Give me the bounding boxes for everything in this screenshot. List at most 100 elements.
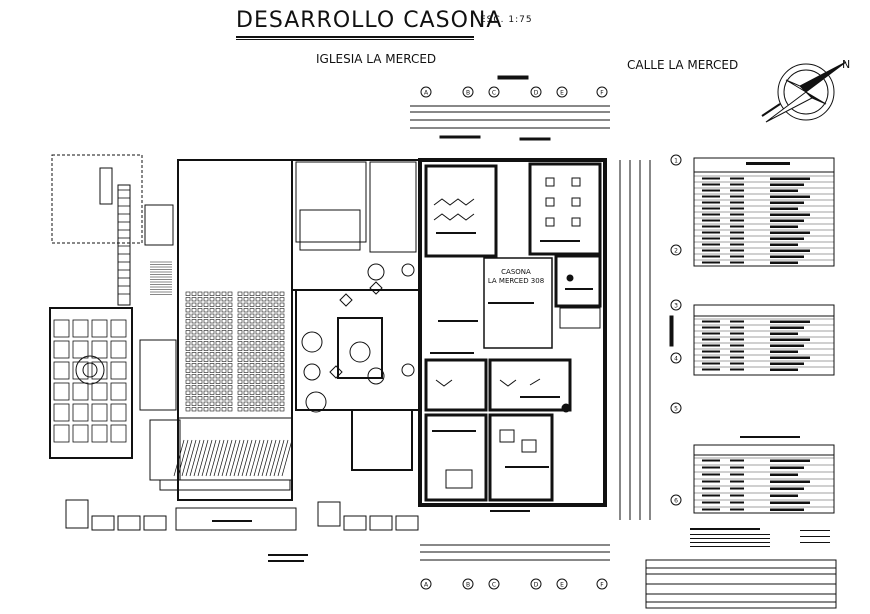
seat <box>267 363 273 368</box>
seat <box>215 352 221 357</box>
seat <box>209 313 215 318</box>
right-axis-bubble <box>670 299 682 311</box>
seat <box>203 396 209 401</box>
table-cell-mark <box>702 231 720 234</box>
seat <box>185 302 191 307</box>
table-cell-mark <box>702 480 720 483</box>
top-axis-bubble-label: F <box>600 90 604 97</box>
seat <box>255 352 261 357</box>
seat <box>215 313 221 318</box>
seat <box>215 324 221 329</box>
seat <box>185 379 191 384</box>
floor-tile <box>91 340 108 359</box>
seat <box>267 291 273 296</box>
seat <box>185 368 191 373</box>
stage-hatch-line <box>209 439 221 477</box>
seat <box>249 302 255 307</box>
stage-hatch-line <box>257 439 269 477</box>
seat <box>221 390 227 395</box>
seat <box>279 324 285 329</box>
floor-tile <box>91 382 108 401</box>
seat <box>261 357 267 362</box>
seat <box>255 374 261 379</box>
table-cell-mark <box>702 338 720 341</box>
seat <box>249 324 255 329</box>
table-cell-mark <box>730 508 744 511</box>
table-cell-mark <box>702 494 720 497</box>
seat <box>215 407 221 412</box>
seat <box>197 363 203 368</box>
seat <box>209 368 215 373</box>
bottom-axis-bubble <box>420 578 432 590</box>
seat <box>185 407 191 412</box>
stage-hatch-line <box>261 439 273 477</box>
seat <box>255 385 261 390</box>
floor-tile <box>110 319 127 338</box>
table-cell-mark <box>702 350 720 353</box>
seat <box>191 302 197 307</box>
right-axis-bubble <box>670 352 682 364</box>
seat <box>191 352 197 357</box>
table-cell-mark <box>730 231 744 234</box>
seat <box>261 330 267 335</box>
seat <box>221 346 227 351</box>
seat <box>249 357 255 362</box>
seat <box>215 335 221 340</box>
table-cell-mark <box>730 195 744 198</box>
seat <box>221 374 227 379</box>
seat <box>261 363 267 368</box>
table-cell-mark <box>770 225 798 228</box>
seat <box>197 352 203 357</box>
seat <box>203 363 209 368</box>
label-street: CALLE LA MERCED <box>627 58 739 72</box>
seat <box>237 363 243 368</box>
seat <box>227 352 233 357</box>
seat <box>243 385 249 390</box>
seat <box>197 291 203 296</box>
table-cell-mark <box>702 508 720 511</box>
table-cell-mark <box>702 356 720 359</box>
seat <box>243 335 249 340</box>
seat <box>185 324 191 329</box>
table-cell-mark <box>770 487 804 490</box>
seat <box>227 302 233 307</box>
stage-hatch-line <box>277 439 289 477</box>
table-cell-mark <box>702 344 720 347</box>
seat <box>209 297 215 302</box>
stage-hatch-line <box>269 439 281 477</box>
seat <box>267 396 273 401</box>
table-cell-mark <box>770 508 804 511</box>
table-cell-mark <box>702 320 720 323</box>
table-cell-mark <box>770 362 804 365</box>
seat <box>215 368 221 373</box>
seat <box>243 352 249 357</box>
floor-tile <box>72 382 89 401</box>
stair-treads <box>118 189 172 295</box>
seat <box>209 390 215 395</box>
right-axis-bubble-label: 6 <box>674 498 678 505</box>
left-wing <box>49 154 291 491</box>
seat <box>243 341 249 346</box>
seat <box>215 385 221 390</box>
seat <box>197 330 203 335</box>
seat <box>203 407 209 412</box>
bottom-outbuildings <box>65 499 419 562</box>
seat <box>273 297 279 302</box>
table-cell-mark <box>730 177 744 180</box>
seat <box>227 357 233 362</box>
seat <box>185 341 191 346</box>
finishes-table <box>645 559 837 609</box>
right-axis-bubble-label: 2 <box>674 248 678 255</box>
right-axis-bubble-label: 4 <box>674 356 678 363</box>
table-cell-mark <box>730 344 744 347</box>
seat <box>221 335 227 340</box>
schedule-table-mid-rows <box>694 318 834 371</box>
seat <box>279 401 285 406</box>
label-church: IGLESIA LA MERCED <box>316 52 437 66</box>
seat <box>237 291 243 296</box>
floor-tile <box>53 340 70 359</box>
seat <box>267 302 273 307</box>
seat <box>209 363 215 368</box>
table-cell-mark <box>770 344 804 347</box>
seat <box>209 385 215 390</box>
